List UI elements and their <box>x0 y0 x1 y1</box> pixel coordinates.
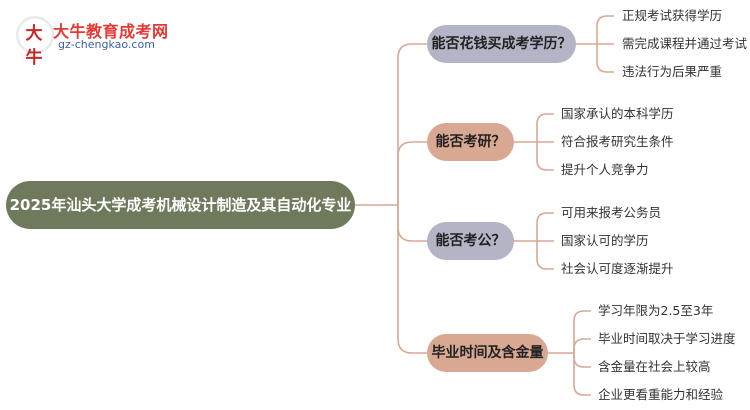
leaf-item: 毕业时间取决于学习进度 <box>598 331 736 346</box>
logo-title: 大牛教育成考网 <box>53 22 169 41</box>
leaf-item: 企业更看重能力和经验 <box>598 387 724 402</box>
leaf-item: 可用来报考公务员 <box>561 205 662 220</box>
connector-root-branch-3 <box>397 205 427 242</box>
leaf-item: 含金量在社会上较高 <box>598 359 711 374</box>
branch-buy-degree: 能否花钱买成考学历？ <box>427 25 576 63</box>
leaf-item: 正规考试获得学历 <box>622 8 723 23</box>
connector-b1-leaf-3 <box>596 44 614 73</box>
branch-postgraduate: 能否考研？ <box>427 123 514 161</box>
connector-b2-leaf-1 <box>536 113 554 142</box>
connector-b4-leaf-1 <box>573 310 591 353</box>
logo-url: gz-chengkao.com <box>58 38 155 51</box>
connector-b1-leaf-1 <box>596 15 614 44</box>
mindmap-root-node: 2025年汕头大学成考机械设计制造及其自动化专业 <box>6 181 355 229</box>
logo-icon: 大牛 <box>25 24 43 68</box>
connector-root-branch-1 <box>397 43 427 205</box>
logo-badge <box>16 16 54 54</box>
connector-b2-leaf-3 <box>536 142 554 171</box>
connector-b3-leaf-1 <box>536 212 554 241</box>
leaf-item: 国家承认的本科学历 <box>561 106 674 121</box>
leaf-item: 违法行为后果严重 <box>622 64 723 79</box>
connector-b4-leaf-4 <box>573 353 591 396</box>
leaf-item: 社会认可度逐渐提升 <box>561 261 674 276</box>
branch-civil-service: 能否考公？ <box>427 222 514 260</box>
connector-root-branch-4 <box>397 205 427 354</box>
connector-b4-leaf-2 <box>573 338 591 353</box>
leaf-item: 提升个人竞争力 <box>561 162 649 177</box>
connector-root-branch-2 <box>397 141 427 205</box>
leaf-item: 学习年限为2.5至3年 <box>598 303 714 318</box>
connector-b4-leaf-3 <box>573 353 591 368</box>
leaf-item: 需完成课程并通过考试 <box>622 36 748 51</box>
connector-b3-leaf-3 <box>536 241 554 270</box>
branch-graduation-value: 毕业时间及含金量 <box>427 334 548 372</box>
leaf-item: 符合报考研究生条件 <box>561 134 674 149</box>
leaf-item: 国家认可的学历 <box>561 233 649 248</box>
